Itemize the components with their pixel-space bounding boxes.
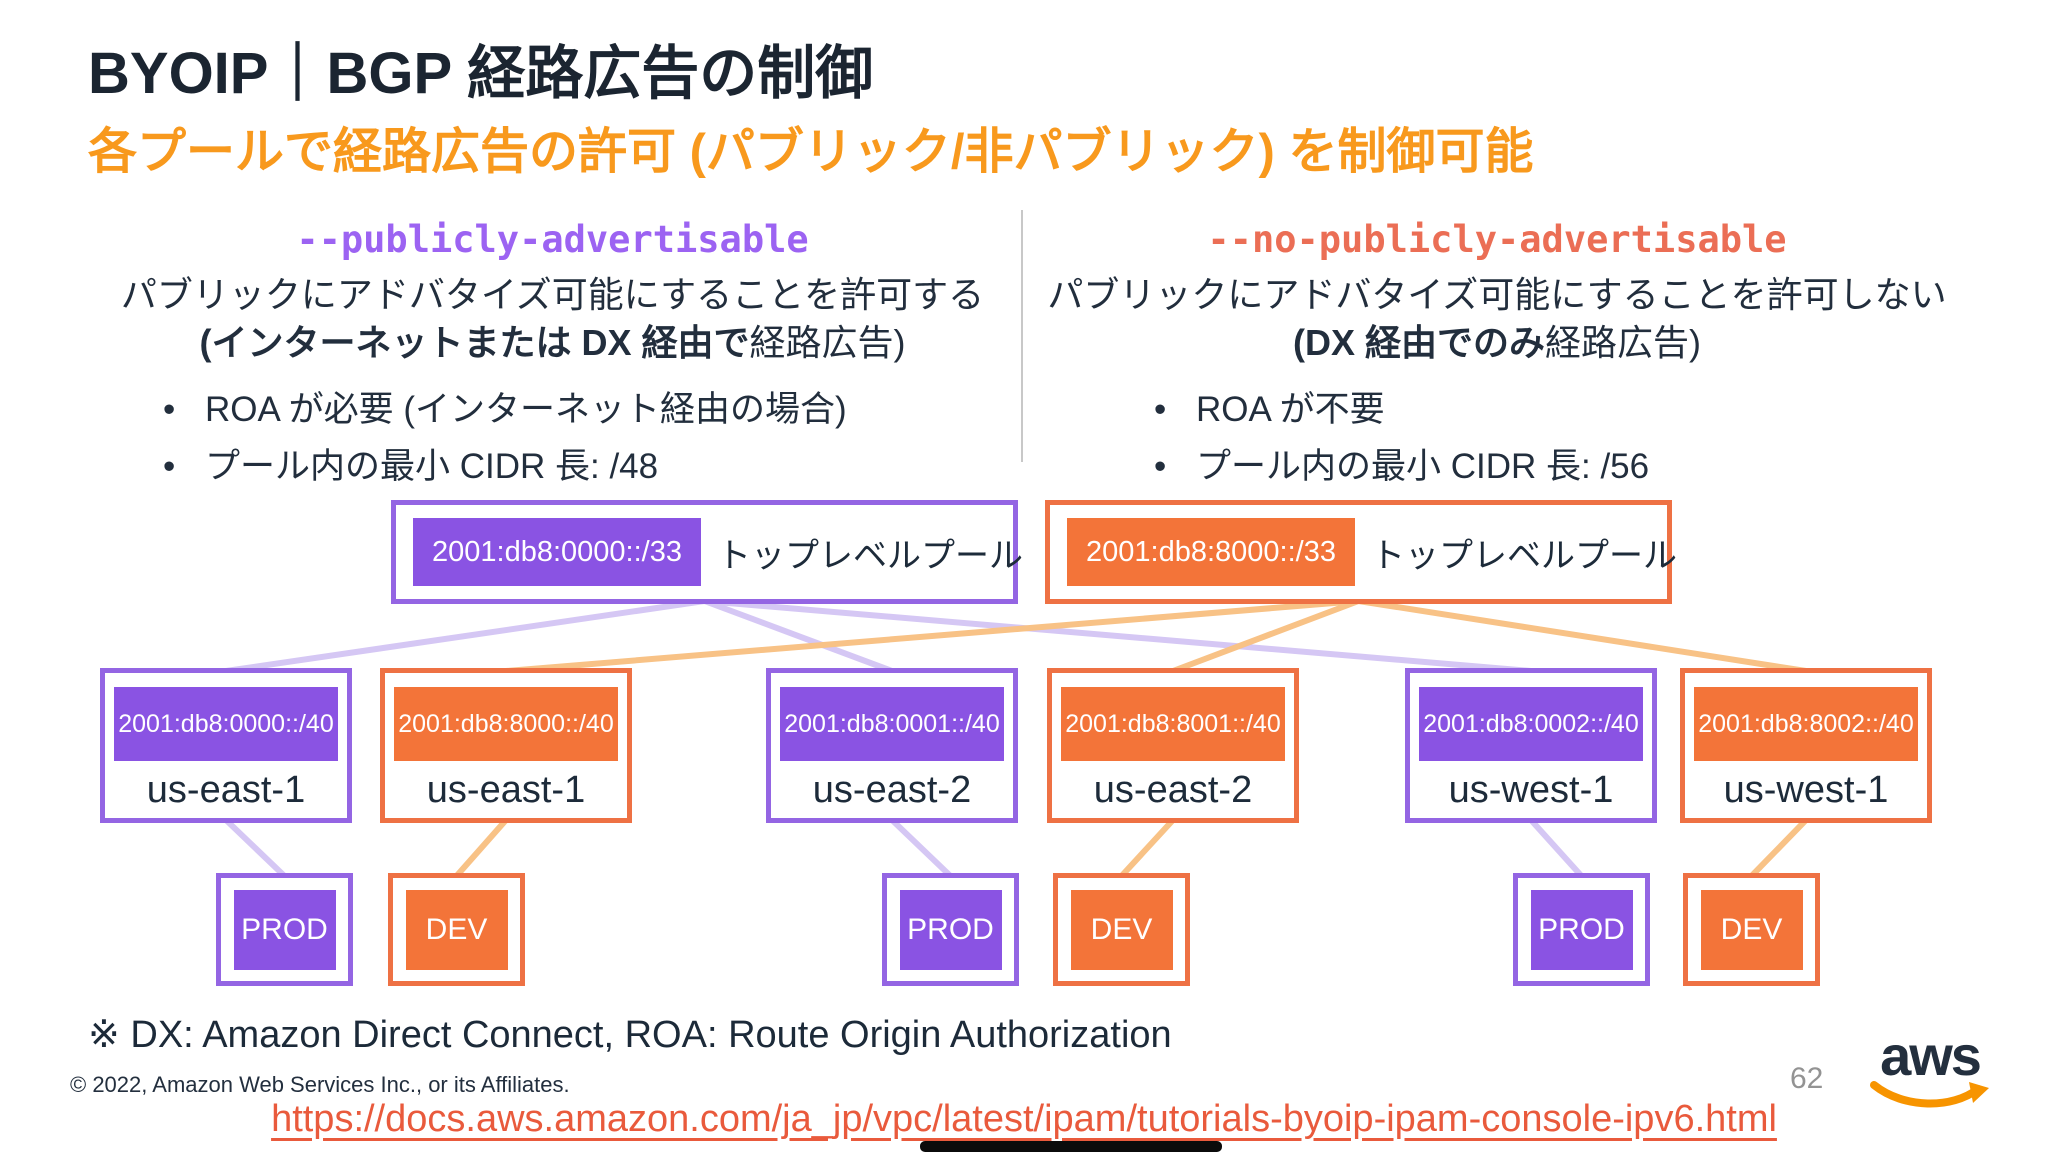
bullet-item: プール内の最小 CIDR 長: /48 — [153, 439, 1010, 496]
environment-pool-box: PROD — [1513, 873, 1650, 986]
column-no-publicly-advertisable: --no-publicly-advertisable パブリックにアドバタイズ可… — [1032, 218, 1962, 495]
region-label: us-west-1 — [1448, 769, 1614, 811]
video-progress-bar[interactable] — [920, 1141, 1222, 1152]
bullet-text: プール内の最小 CIDR 長: /48 — [205, 446, 659, 486]
bullet-item: ROA が不要 — [1144, 382, 1962, 439]
description-bold: (DX 経由でのみ — [1292, 321, 1545, 363]
description-line: (インターネットまたは DX 経由で経路広告) — [95, 319, 1010, 367]
connection-line — [1528, 817, 1585, 879]
description-rest: 経路広告) — [1545, 321, 1701, 363]
connection-line — [1748, 817, 1809, 879]
connection-line — [1355, 598, 1809, 674]
region-label: us-east-2 — [812, 769, 972, 811]
column-divider — [1021, 210, 1023, 462]
environment-pool-box: DEV — [1053, 873, 1190, 986]
description-line: パブリックにアドバタイズ可能にすることを許可しない — [1047, 274, 1947, 315]
cidr-chip: 2001:db8:0002::/40 — [1419, 687, 1643, 761]
region-label: us-east-1 — [426, 769, 586, 811]
bullet-text: ROA が必要 (インターネット経由の場合) — [205, 390, 847, 430]
connection-line — [223, 817, 288, 879]
copyright-text: © 2022, Amazon Web Services Inc., or its… — [70, 1072, 570, 1097]
region-label: us-east-1 — [146, 769, 306, 811]
environment-pool-box: DEV — [1683, 873, 1820, 986]
bullet-text: プール内の最小 CIDR 長: /56 — [1196, 446, 1650, 486]
env-label: PROD — [899, 889, 1002, 970]
aws-logo-text: aws — [1880, 1024, 1982, 1087]
connection-line — [701, 598, 895, 674]
bullet-item: ROA が必要 (インターネット経由の場合) — [153, 382, 1010, 439]
env-label: PROD — [1530, 889, 1633, 970]
description-bold: (インターネットまたは DX 経由で — [199, 321, 750, 363]
pool-type-label: トップレベルプール — [1371, 536, 1677, 575]
connection-line — [503, 598, 1362, 674]
environment-pool-box: DEV — [388, 873, 525, 986]
bullet-list: ROA が不要 プール内の最小 CIDR 長: /56 — [1144, 382, 1962, 495]
bullet-list: ROA が必要 (インターネット経由の場合) プール内の最小 CIDR 長: /… — [153, 382, 1010, 495]
command-label-publicly-advertisable: --publicly-advertisable — [296, 218, 809, 261]
connection-line — [889, 817, 954, 879]
column-publicly-advertisable: --publicly-advertisable パブリックにアドバタイズ可能にす… — [95, 218, 1010, 495]
connection-line — [453, 817, 509, 879]
connection-line — [701, 598, 1534, 674]
cidr-chip: 2001:db8:0001::/40 — [780, 687, 1004, 761]
cidr-chip: 2001:db8:8000::/40 — [394, 687, 618, 761]
pool-type-label: トップレベルプール — [717, 536, 1023, 575]
env-label: DEV — [1070, 889, 1173, 970]
region-label: us-east-2 — [1093, 769, 1253, 811]
cidr-chip: 2001:db8:8002::/40 — [1694, 687, 1918, 761]
page-subtitle: 各プールで経路広告の許可 (パブリック/非パブリック) を制御可能 — [88, 125, 1534, 179]
footnote: ※ DX: Amazon Direct Connect, ROA: Route … — [88, 1014, 1172, 1056]
bullet-item: プール内の最小 CIDR 長: /56 — [1144, 439, 1962, 496]
connection-line — [1118, 817, 1176, 879]
env-label: PROD — [233, 889, 336, 970]
description-line: (DX 経由でのみ経路広告) — [1032, 319, 1962, 367]
cidr-chip: 2001:db8:0000::/40 — [114, 687, 338, 761]
cidr-chip: 2001:db8:8001::/40 — [1061, 687, 1285, 761]
cidr-chip: 2001:db8:0000::/33 — [413, 518, 701, 586]
region-label: us-west-1 — [1723, 769, 1889, 811]
env-label: DEV — [405, 889, 508, 970]
environment-pool-box: PROD — [216, 873, 353, 986]
environment-pool-box: PROD — [882, 873, 1019, 986]
aws-smile-icon — [1870, 1080, 1989, 1108]
command-label-no-publicly-advertisable: --no-publicly-advertisable — [1207, 218, 1787, 261]
bullet-text: ROA が不要 — [1196, 390, 1385, 430]
connection-line — [223, 598, 708, 674]
top-level-pool-box: 2001:db8:8000::/33 トップレベルプール — [1045, 500, 1677, 604]
aws-logo: aws — [1868, 1024, 1992, 1119]
description-rest: 経路広告) — [749, 321, 906, 363]
top-level-pool-box: 2001:db8:0000::/33 トップレベルプール — [391, 500, 1023, 604]
docs-link[interactable]: https://docs.aws.amazon.com/ja_jp/vpc/la… — [271, 1098, 1777, 1140]
connection-line — [1170, 598, 1362, 674]
cidr-chip: 2001:db8:8000::/33 — [1067, 518, 1355, 586]
page-title: BYOIP｜BGP 経路広告の制御 — [88, 41, 874, 106]
page-number: 62 — [1790, 1062, 1824, 1095]
description-line: パブリックにアドバタイズ可能にすることを許可する — [120, 274, 985, 315]
env-label: DEV — [1700, 889, 1803, 970]
